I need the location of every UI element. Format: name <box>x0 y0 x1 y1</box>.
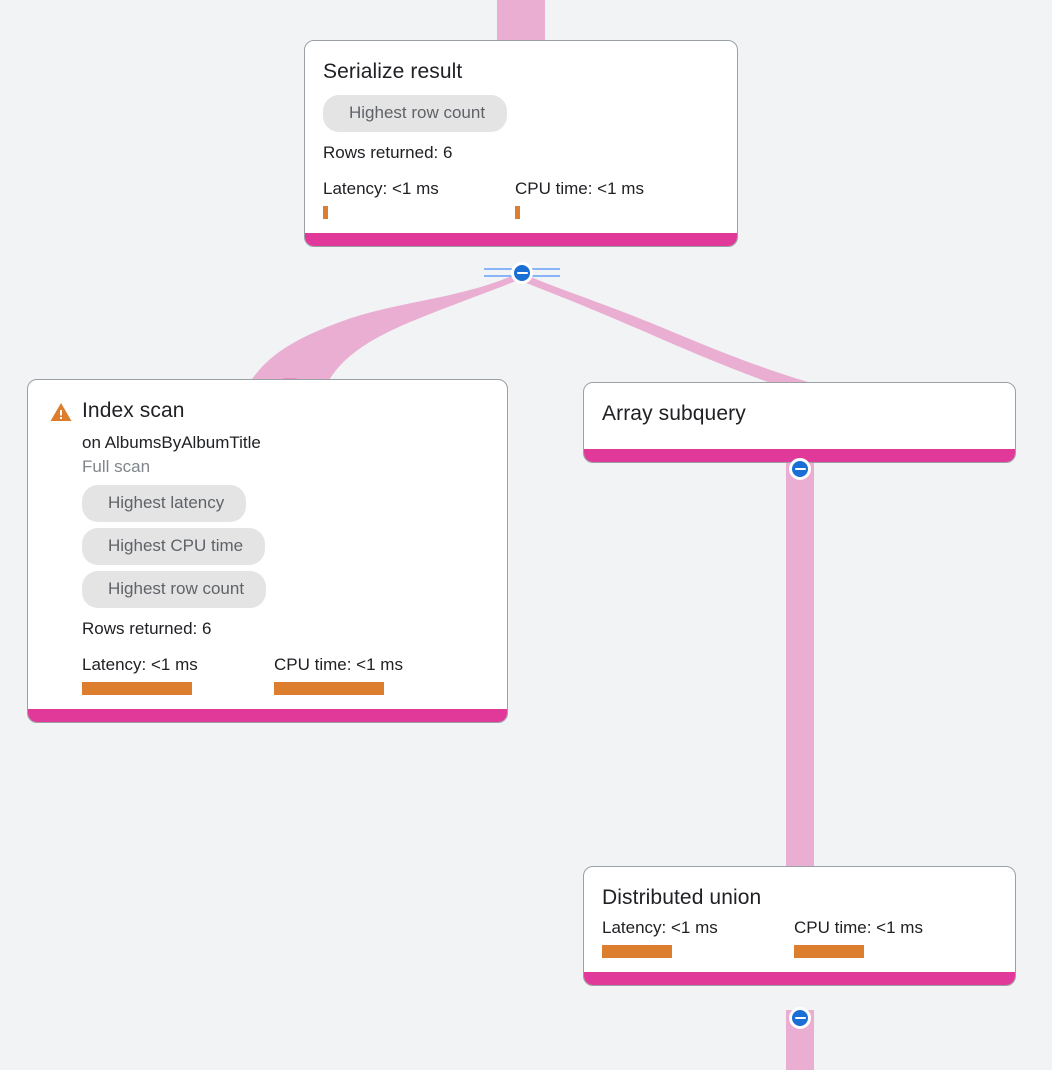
metrics-row: Latency: <1 ms CPU time: <1 ms <box>602 917 997 958</box>
metric-latency-bar <box>82 682 192 695</box>
metrics-row: Latency: <1 ms CPU time: <1 ms <box>323 178 719 219</box>
node-subtitle: on AlbumsByAlbumTitle <box>82 433 261 452</box>
node-footer-bar <box>584 972 1015 985</box>
node-footer-bar <box>305 233 737 246</box>
node-title: Array subquery <box>602 402 746 425</box>
chip-row: Highest row count <box>323 95 719 138</box>
metric-cpu-time-label: CPU time: <1 ms <box>794 918 923 937</box>
chip-highest-row-count[interactable]: Highest row count <box>323 95 508 132</box>
toggle-array-subquery[interactable] <box>789 458 811 480</box>
metric-latency: Latency: <1 ms <box>602 917 794 958</box>
metric-cpu-time-bar <box>794 945 864 958</box>
node-card-distributed-union[interactable]: Distributed union Latency: <1 ms CPU tim… <box>583 866 1016 986</box>
node-body: Index scan on AlbumsByAlbumTitle Full sc… <box>28 380 507 709</box>
node-footer-bar <box>28 709 507 722</box>
metric-latency-label: Latency: <1 ms <box>323 179 439 198</box>
node-card-index-scan[interactable]: Index scan on AlbumsByAlbumTitle Full sc… <box>27 379 508 723</box>
metric-latency-label: Latency: <1 ms <box>602 918 718 937</box>
node-body: Distributed union Latency: <1 ms CPU tim… <box>584 867 1015 972</box>
metrics-row: Latency: <1 ms CPU time: <1 ms <box>82 654 489 695</box>
node-subtitle-scan-type: Full scan <box>82 457 151 476</box>
metric-latency: Latency: <1 ms <box>82 654 274 695</box>
chip-highest-cpu-time[interactable]: Highest CPU time <box>82 528 266 565</box>
metric-latency-label: Latency: <1 ms <box>82 655 198 674</box>
node-footer-bar <box>584 449 1015 462</box>
node-header: Index scan <box>50 398 489 427</box>
node-body: Serialize result Highest row count Rows … <box>305 41 737 233</box>
minus-circle-icon <box>794 1016 806 1020</box>
rows-returned: Rows returned: 6 <box>82 619 212 638</box>
metric-latency-bar <box>602 945 672 958</box>
rows-returned: Rows returned: 6 <box>323 143 453 162</box>
chip-row: Highest latency Highest CPU time Highest… <box>82 485 489 614</box>
node-body: Array subquery <box>584 383 1015 449</box>
metric-cpu-time: CPU time: <1 ms <box>515 178 644 219</box>
node-header: Distributed union <box>602 885 997 911</box>
toggle-serialize-result[interactable] <box>511 262 533 284</box>
chip-highest-row-count[interactable]: Highest row count <box>82 571 267 608</box>
toggle-distributed-union[interactable] <box>789 1007 811 1029</box>
node-title: Index scan <box>82 399 185 422</box>
minus-circle-icon <box>516 271 528 275</box>
node-details: on AlbumsByAlbumTitle Full scan Highest … <box>50 431 489 695</box>
metric-cpu-time-label: CPU time: <1 ms <box>274 655 403 674</box>
node-title: Serialize result <box>323 60 463 83</box>
metric-cpu-time-label: CPU time: <1 ms <box>515 179 644 198</box>
node-title: Distributed union <box>602 886 762 909</box>
metric-cpu-time-bar <box>515 206 520 219</box>
metric-cpu-time-bar <box>274 682 384 695</box>
metric-cpu-time: CPU time: <1 ms <box>274 654 403 695</box>
edge-serialize-to-array-subquery <box>518 274 808 382</box>
edge-serialize-to-index-scan <box>250 272 528 382</box>
node-header: Array subquery <box>602 401 997 427</box>
metric-latency-bar <box>323 206 328 219</box>
edge-into-serialize-result <box>497 0 545 44</box>
warning-triangle-icon <box>50 402 72 427</box>
minus-circle-icon <box>794 467 806 471</box>
chip-highest-latency[interactable]: Highest latency <box>82 485 247 522</box>
metric-cpu-time: CPU time: <1 ms <box>794 917 923 958</box>
node-card-serialize-result[interactable]: Serialize result Highest row count Rows … <box>304 40 738 247</box>
node-card-array-subquery[interactable]: Array subquery <box>583 382 1016 463</box>
node-header: Serialize result <box>323 59 719 85</box>
metric-latency: Latency: <1 ms <box>323 178 515 219</box>
edge-array-subquery-to-distributed-union <box>786 462 814 870</box>
